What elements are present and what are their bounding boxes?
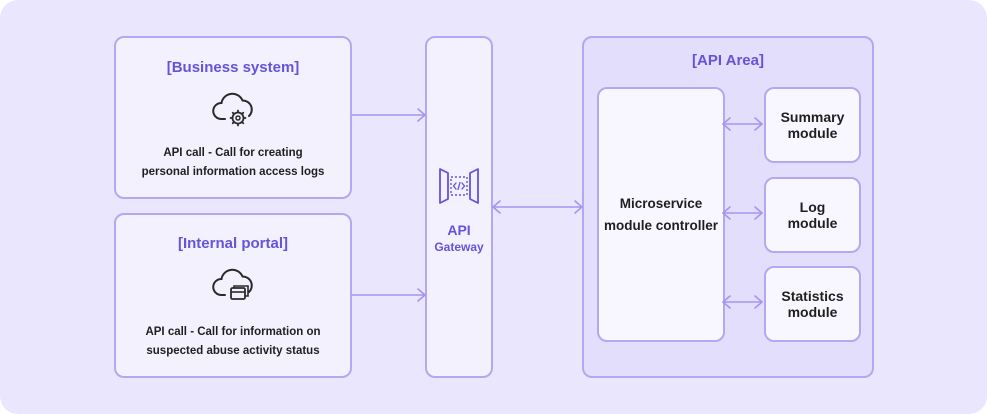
arrow-gateway-api-area-bidirectional — [492, 200, 583, 214]
cloud-window-icon — [212, 268, 253, 300]
api-area-box: [API Area] Microservice module controlle… — [582, 36, 874, 378]
api-gateway-line-1: API — [447, 222, 471, 238]
statistics-module-box: Statistics module — [764, 266, 861, 342]
api-gateway-line-2: Gateway — [434, 240, 484, 254]
arrow-controller-log — [722, 206, 763, 220]
cloud-gear-icon — [212, 92, 253, 127]
arrow-controller-statistics — [722, 295, 763, 309]
statistics-module-line-1: Statistics — [781, 288, 844, 304]
summary-module-line-2: module — [787, 125, 838, 141]
summary-module-line-1: Summary — [780, 109, 845, 125]
api-area-title: [API Area] — [692, 52, 764, 69]
statistics-module-line-2: module — [787, 304, 838, 320]
portal-desc-line-1: API call - Call for information on — [145, 326, 321, 338]
internal-portal-description: API call - Call for information on suspe… — [116, 323, 350, 361]
api-gateway-icon — [439, 168, 479, 204]
arrow-business-to-gateway — [351, 108, 426, 122]
business-system-box: [Business system] API call - Call for cr… — [114, 36, 352, 199]
arrow-portal-to-gateway — [351, 288, 426, 302]
internal-portal-title: [Internal portal] — [177, 235, 288, 252]
summary-module-label: Summary module — [766, 109, 859, 141]
log-module-box: Log module — [764, 177, 861, 253]
controller-line-2: module controller — [603, 218, 718, 233]
api-gateway-label: API Gateway — [427, 222, 491, 256]
arrow-controller-summary — [722, 117, 763, 131]
business-system-title: [Business system] — [166, 59, 300, 76]
internal-portal-box: [Internal portal] API call - Call for in… — [114, 213, 352, 378]
api-gateway-box: API Gateway — [425, 36, 493, 378]
business-desc-line-1: API call - Call for creating — [163, 147, 303, 159]
log-module-line-1: Log — [799, 199, 826, 215]
statistics-module-label: Statistics module — [766, 288, 859, 320]
microservice-controller-label: Microservice module controller — [599, 193, 723, 237]
log-module-line-2: module — [787, 215, 838, 231]
portal-desc-line-2: suspected abuse activity status — [146, 345, 320, 357]
controller-line-1: Microservice — [619, 196, 703, 211]
business-desc-line-2: personal information access logs — [141, 166, 325, 178]
summary-module-box: Summary module — [764, 87, 861, 163]
business-system-description: API call - Call for creating personal in… — [116, 144, 350, 182]
log-module-label: Log module — [766, 199, 859, 231]
